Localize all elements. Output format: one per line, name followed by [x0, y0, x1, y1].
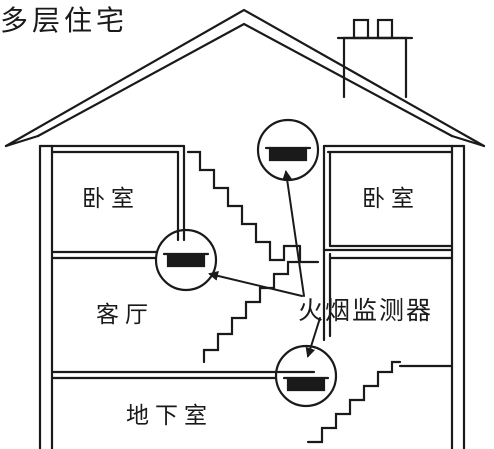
basement-ceiling: [50, 364, 454, 380]
smoke-detector-left: [154, 228, 218, 292]
smoke-detector-top: [256, 118, 320, 182]
roof: [4, 8, 486, 148]
bedroom-left-label: 卧室: [82, 186, 140, 212]
outer-walls: [38, 144, 466, 449]
bedroom-right-room: [322, 144, 454, 252]
callout-arrows: [208, 170, 321, 358]
smoke-detector-basement: [274, 344, 338, 408]
upper-staircase: [186, 150, 320, 264]
living-room-label: 客厅: [96, 302, 154, 328]
stair-wall-right: [322, 248, 332, 342]
diagram-title: 多层住宅: [0, 4, 128, 37]
bedroom-right-label: 卧室: [362, 186, 420, 212]
bedroom-left-room: [50, 144, 186, 260]
basement-staircase: [306, 360, 402, 444]
lower-staircase: [202, 260, 302, 364]
smoke-detector-callout-label: 火烟监测器: [298, 296, 433, 325]
basement-label: 地下室: [126, 403, 213, 429]
